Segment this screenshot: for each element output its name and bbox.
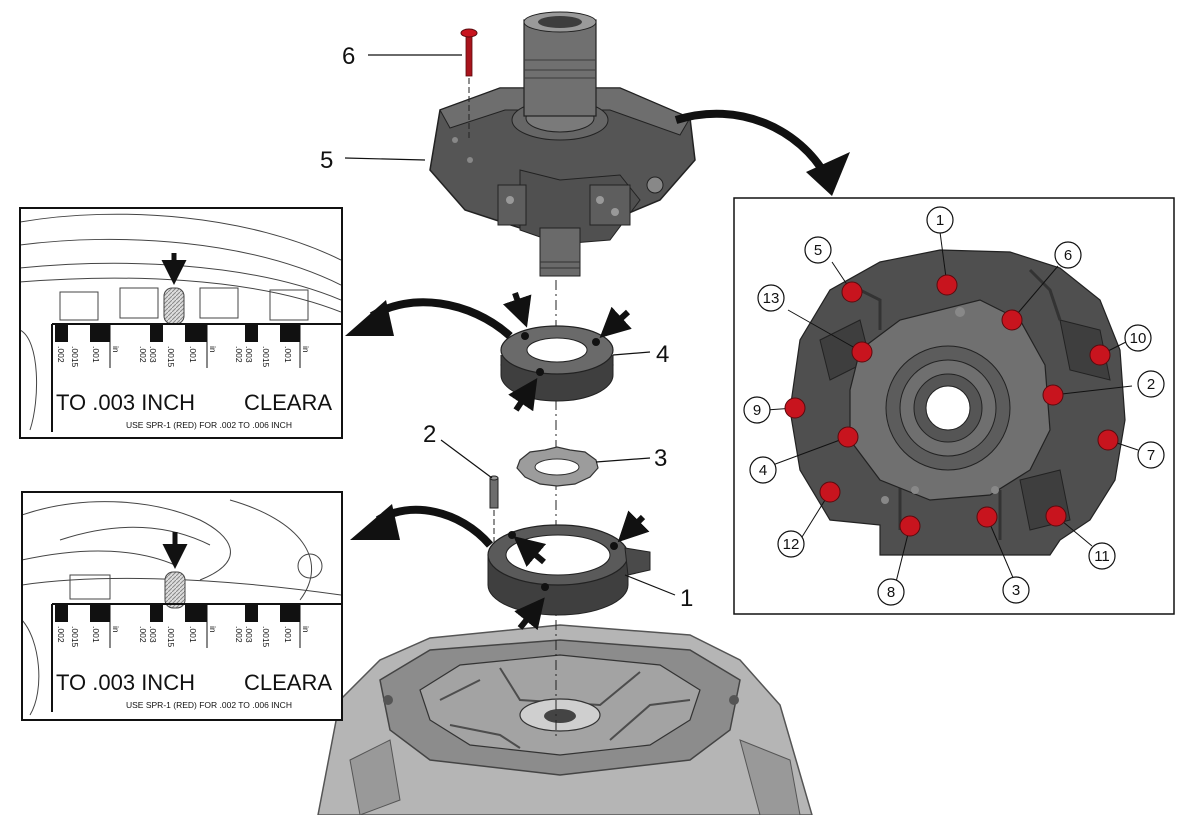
tick-label: .003 bbox=[244, 346, 254, 363]
tick-label: .001 bbox=[188, 346, 198, 363]
tick-label: in bbox=[111, 626, 121, 633]
tick-label: .002 bbox=[138, 626, 148, 643]
sequence-number: 6 bbox=[1064, 247, 1072, 264]
tick-label: .001 bbox=[283, 346, 293, 363]
tick-label: in bbox=[111, 346, 121, 353]
tick-label: .002 bbox=[234, 346, 244, 363]
pump-bolt bbox=[460, 28, 478, 140]
tick-label: .0015 bbox=[166, 346, 176, 368]
callout-2: 2 bbox=[423, 421, 436, 448]
tick-label: in bbox=[208, 626, 218, 633]
bolt-sequence-inset: 1 5 6 13 10 2 9 4 7 12 8 3 11 bbox=[733, 197, 1175, 615]
tick-label: in bbox=[301, 346, 311, 353]
tick-label: .003 bbox=[148, 626, 158, 643]
tick-label: .0015 bbox=[261, 626, 271, 648]
callout-6: 6 bbox=[342, 43, 355, 70]
tick-label: .001 bbox=[283, 626, 293, 643]
sequence-number: 8 bbox=[887, 584, 895, 601]
indicator-arrows bbox=[502, 292, 650, 631]
sequence-number: 7 bbox=[1147, 447, 1155, 464]
gauge-note: USE SPR-1 (RED) FOR .002 TO .006 INCH bbox=[126, 700, 292, 710]
callout-5: 5 bbox=[320, 147, 333, 174]
tick-label: in bbox=[301, 626, 311, 633]
transmission-housing bbox=[317, 624, 813, 815]
sequence-number: 10 bbox=[1130, 330, 1147, 347]
pump-assembly bbox=[429, 11, 696, 277]
tick-label: .002 bbox=[138, 346, 148, 363]
sequence-number: 12 bbox=[783, 536, 800, 553]
callout-1: 1 bbox=[680, 585, 693, 612]
tick-label: .001 bbox=[91, 626, 101, 643]
tick-label: .002 bbox=[56, 626, 66, 643]
tick-label: .003 bbox=[148, 346, 158, 363]
sequence-number: 13 bbox=[763, 290, 780, 307]
tick-label: in bbox=[208, 346, 218, 353]
tick-label: .0015 bbox=[261, 346, 271, 368]
sequence-number: 5 bbox=[814, 242, 822, 259]
callout-leaders bbox=[344, 54, 676, 596]
sequence-number: 9 bbox=[753, 402, 761, 419]
tick-label: .001 bbox=[188, 626, 198, 643]
sequence-number: 2 bbox=[1147, 376, 1155, 393]
gauge-clearance-text: TO .003 INCH bbox=[56, 390, 195, 415]
callout-4: 4 bbox=[656, 341, 669, 368]
sequence-number: 4 bbox=[759, 462, 767, 479]
gauge-clearance-text-right: CLEARA bbox=[244, 390, 332, 415]
gauge-clearance-text: TO .003 INCH bbox=[56, 670, 195, 695]
tick-label: .002 bbox=[56, 346, 66, 363]
gauge-note: USE SPR-1 (RED) FOR .002 TO .006 INCH bbox=[126, 420, 292, 430]
gauge-inset-lower: .002 .0015 .001 in .002 .003 .0015 .001 … bbox=[21, 491, 343, 721]
tick-label: .002 bbox=[234, 626, 244, 643]
gauge-inset-upper: .002 .0015 .001 in .002 .003 .0015 .001 … bbox=[19, 207, 343, 439]
callout-3: 3 bbox=[654, 445, 667, 472]
part-4-ring bbox=[500, 325, 614, 402]
tick-label: .0015 bbox=[70, 346, 80, 368]
tick-label: .0015 bbox=[70, 626, 80, 648]
tick-label: .003 bbox=[244, 626, 254, 643]
sequence-number: 11 bbox=[1094, 548, 1110, 565]
tick-label: .001 bbox=[91, 346, 101, 363]
sequence-number: 1 bbox=[936, 212, 944, 229]
sequence-bolts bbox=[784, 274, 1119, 537]
curved-arrows bbox=[345, 109, 850, 548]
part-3-washer bbox=[516, 446, 599, 487]
tick-label: .0015 bbox=[166, 626, 176, 648]
gauge-clearance-text-right: CLEARA bbox=[244, 670, 332, 695]
sequence-number: 3 bbox=[1012, 582, 1020, 599]
